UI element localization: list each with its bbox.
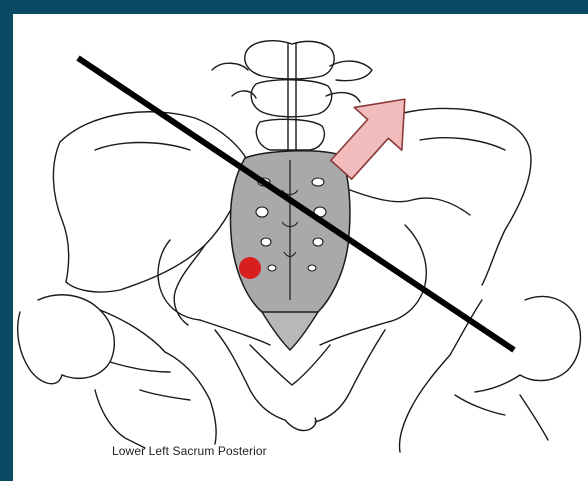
pelvis-illustration	[13, 14, 588, 481]
left-ilium	[53, 112, 250, 325]
right-hip-joint	[315, 225, 580, 452]
figure-caption: Lower Left Sacrum Posterior	[112, 444, 267, 458]
lumbar-vertebrae	[212, 41, 372, 150]
red-marker	[239, 257, 261, 279]
illustration-panel	[13, 14, 588, 481]
sacrum	[231, 151, 350, 350]
